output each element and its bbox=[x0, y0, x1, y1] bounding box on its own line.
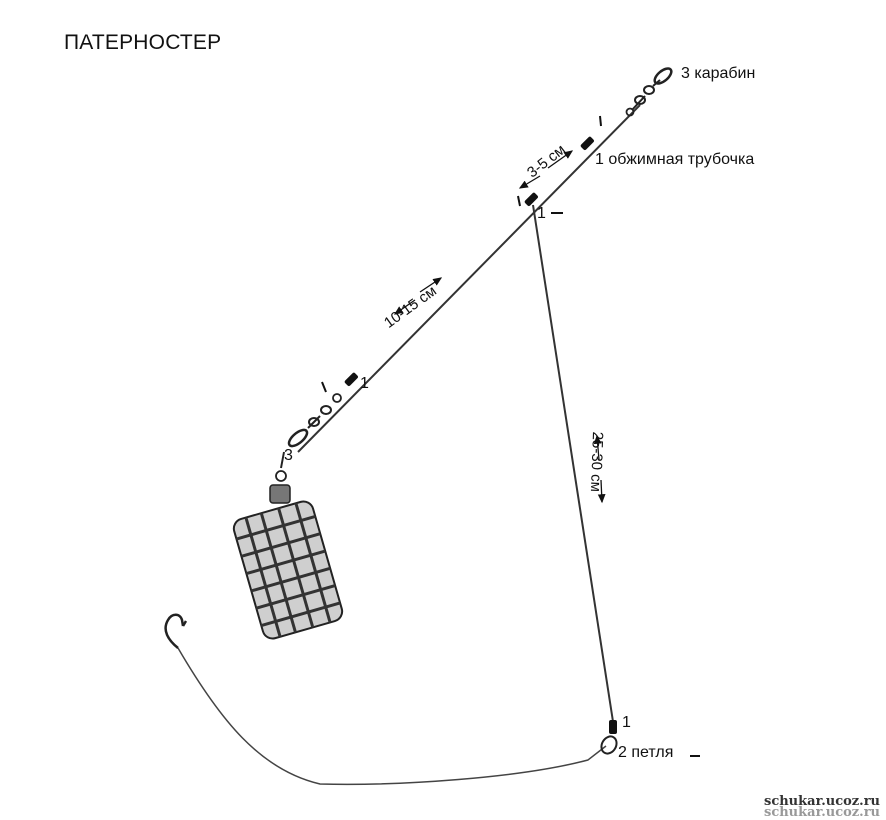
feeder-cage-icon bbox=[232, 484, 344, 640]
label-loop: 2 петля bbox=[618, 744, 674, 761]
diagram-title: ПАТЕРНОСТЕР bbox=[64, 31, 222, 54]
label-junction: 1 bbox=[537, 205, 546, 222]
label-crimp-tube: 1 обжимная трубочка bbox=[595, 151, 755, 168]
label-carabiner: 3 карабин bbox=[681, 65, 756, 82]
dimension-arrow-icon bbox=[393, 150, 606, 504]
watermark-text: schukar.ucoz.ru bbox=[764, 794, 880, 809]
hook-icon bbox=[164, 613, 188, 649]
leader-line bbox=[532, 204, 615, 729]
label-feeder-swivel: 3 bbox=[284, 447, 293, 464]
feeder-swivel-icon bbox=[275, 393, 342, 482]
dimension-ticks bbox=[321, 115, 700, 757]
label-loop-crimp: 1 bbox=[622, 714, 631, 731]
loop-icon bbox=[600, 720, 618, 755]
watermark-shadow: schukar.ucoz.ru bbox=[764, 805, 880, 820]
hook-line bbox=[177, 647, 607, 786]
swivel-icon bbox=[625, 67, 673, 117]
watermark: schukar.ucoz.ru schukar.ucoz.ru bbox=[764, 794, 880, 820]
dimension-leader-segment: 25-30 см bbox=[586, 431, 606, 493]
main-line bbox=[297, 104, 641, 453]
label-feeder-crimp: 1 bbox=[360, 375, 369, 392]
crimp-tube-icon bbox=[344, 136, 594, 386]
